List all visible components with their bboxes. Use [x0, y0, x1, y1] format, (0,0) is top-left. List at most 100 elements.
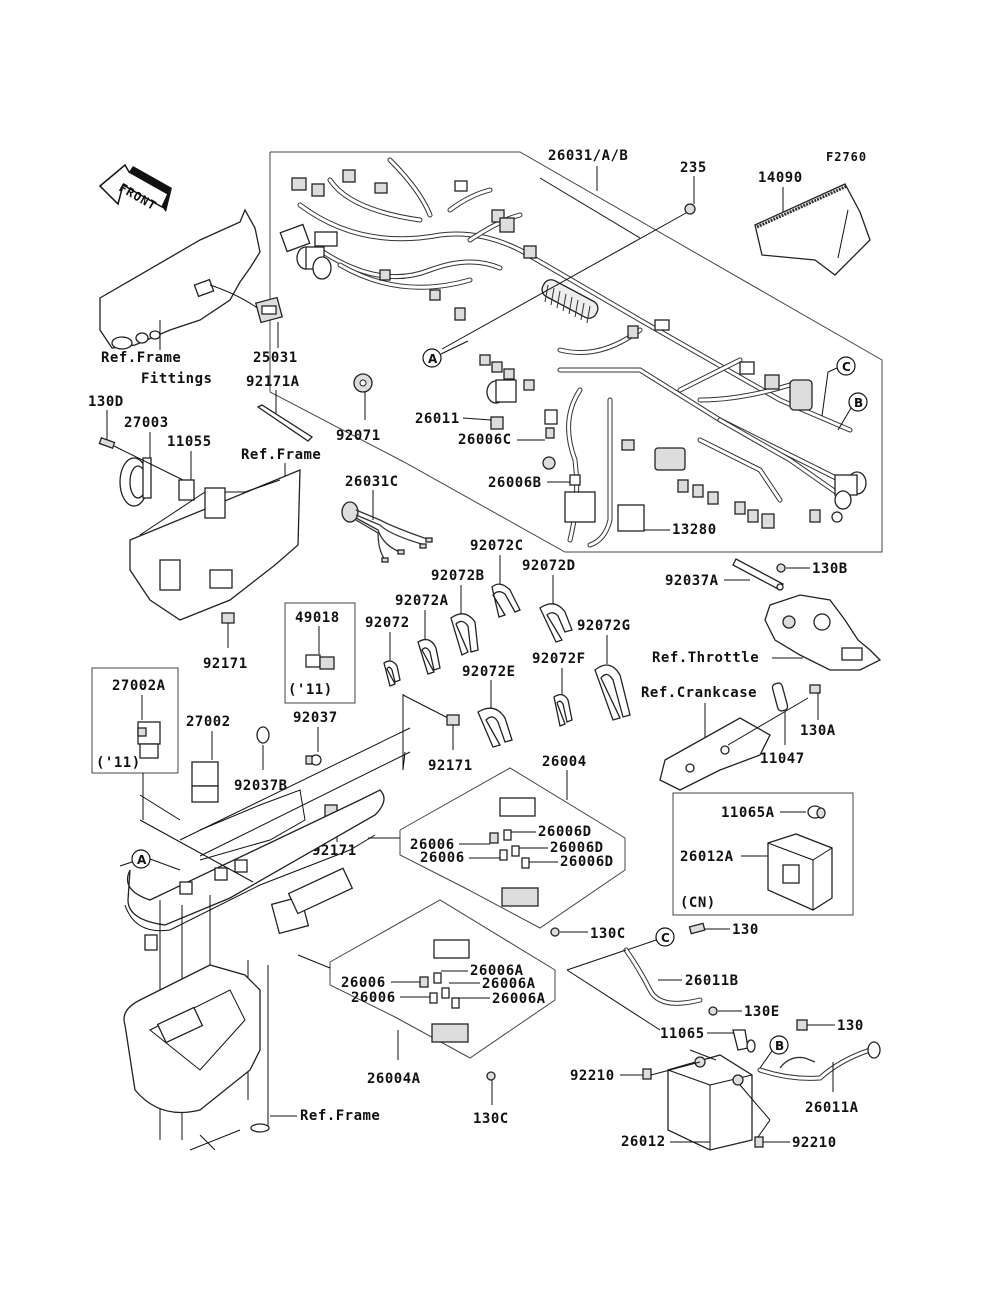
label-26006-3: 26006 — [341, 975, 386, 991]
label-92037a: 92037A — [665, 573, 719, 589]
label-26004: 26004 — [542, 754, 587, 770]
label-26012a: 26012A — [680, 849, 734, 865]
label-92171a: 92171A — [246, 374, 300, 390]
label-92171-c: 92171 — [312, 843, 357, 859]
cover-14090 — [754, 183, 871, 276]
cable-tie-92072f — [553, 693, 573, 727]
bolt-130e — [708, 1006, 718, 1016]
svg-text:C: C — [661, 931, 670, 945]
ground-strap-92037a — [732, 558, 784, 591]
note-cn: (CN) — [680, 895, 716, 911]
label-26006b: 26006B — [488, 475, 542, 491]
callout-c-lower: C — [626, 927, 675, 951]
label-26006d-3: 26006D — [560, 854, 614, 870]
cable-tie-92072g — [594, 664, 631, 721]
label-92210-b: 92210 — [792, 1135, 837, 1151]
label-26006a-2: 26006A — [482, 976, 536, 992]
fuse-26006d — [521, 857, 530, 869]
label-27002: 27002 — [186, 714, 231, 730]
callout-c-upper: C — [821, 356, 856, 417]
label-ref-crankcase: Ref.Crankcase — [641, 685, 757, 701]
bolt-130d — [98, 436, 116, 450]
label-26006a-1: 26006A — [470, 963, 524, 979]
label-92037b: 92037B — [234, 778, 288, 794]
label-92072g: 92072G — [577, 618, 631, 634]
cable-tie-92072b — [450, 613, 479, 656]
bolt-130a — [809, 684, 821, 694]
battery-26012 — [667, 1054, 753, 1151]
bracket-11047 — [771, 682, 789, 712]
bolt-235 — [441, 203, 696, 350]
cable-26011a — [757, 1041, 881, 1081]
harness-connectors — [279, 169, 867, 532]
bolt-130c-a — [550, 927, 560, 937]
crankcase — [659, 717, 771, 791]
label-92072f: 92072F — [532, 651, 586, 667]
relay-27002a — [137, 721, 161, 759]
fuse-26006 — [499, 849, 508, 861]
front-arrow-icon: FRONT — [98, 163, 172, 213]
label-26006-1: 26006 — [410, 837, 455, 853]
bolt-130-a — [688, 922, 706, 935]
label-11065a: 11065A — [721, 805, 775, 821]
svg-text:B: B — [775, 1039, 784, 1053]
fuse-26006a — [433, 972, 442, 984]
callout-a-lower: A — [119, 849, 181, 871]
fuse-box-cover-26004a — [433, 939, 470, 959]
label-92037: 92037 — [293, 710, 338, 726]
box-27002a — [91, 667, 179, 774]
fuse-holder-26006c — [544, 409, 558, 425]
bolt-130-b — [796, 1019, 808, 1031]
nut-92210-b — [754, 1136, 764, 1148]
label-13280: 13280 — [672, 522, 717, 538]
label-130-b: 130 — [837, 1018, 864, 1034]
label-26006d-1: 26006D — [538, 824, 592, 840]
fuse-26006d — [511, 845, 520, 857]
cable-tie-92072 — [383, 660, 401, 687]
label-11047: 11047 — [760, 751, 805, 767]
label-25031: 25031 — [253, 350, 298, 366]
frame-fittings-cover — [99, 208, 261, 350]
fuse-26006 — [429, 992, 438, 1004]
label-26031-a-b: 26031/A/B — [548, 148, 628, 164]
label-92072a: 92072A — [395, 593, 449, 609]
svg-text:C: C — [842, 360, 851, 374]
label-11055: 11055 — [167, 434, 212, 450]
label-92171-a: 92171 — [203, 656, 248, 672]
fuse-box-cover-26004 — [499, 797, 536, 817]
svg-text:B: B — [854, 396, 863, 410]
label-26006a-3: 26006A — [492, 991, 546, 1007]
label-130b: 130B — [812, 561, 848, 577]
label-92072d: 92072D — [522, 558, 576, 574]
main-harness-group — [269, 151, 883, 553]
label-130-a: 130 — [732, 922, 759, 938]
nut-92210-a — [642, 1068, 652, 1080]
battery-26012a — [767, 833, 833, 911]
label-92072e: 92072E — [462, 664, 516, 680]
fuse-box-body-26004a — [431, 1023, 469, 1043]
strap-92171a — [256, 404, 314, 442]
switch-25031 — [254, 296, 284, 324]
svg-text:A: A — [137, 853, 147, 867]
clip-92171-a — [221, 612, 235, 624]
label-11065: 11065 — [660, 1026, 705, 1042]
grommet-92037 — [305, 754, 322, 766]
throttle-body — [764, 594, 882, 671]
box-49018 — [284, 602, 356, 704]
label-26006d-2: 26006D — [550, 840, 604, 856]
cable-tie-92072d — [539, 603, 573, 643]
label-130a: 130A — [800, 723, 836, 739]
label-ref-throttle: Ref.Throttle — [652, 650, 759, 666]
harness-outline — [269, 151, 883, 553]
frame-lower — [123, 789, 385, 1151]
callout-a-upper: A — [422, 340, 469, 368]
note-27002a-year: ('11) — [96, 755, 141, 771]
svg-text:A: A — [428, 352, 438, 366]
figure-code: F2760 — [826, 150, 867, 164]
fuse-holder-26006b — [564, 491, 596, 523]
label-26011a: 26011A — [805, 1100, 859, 1116]
fuse-26006 — [489, 832, 499, 844]
cable-26011b — [623, 947, 703, 1006]
bracket-11055 — [178, 479, 195, 501]
callout-b-upper: B — [837, 392, 868, 431]
